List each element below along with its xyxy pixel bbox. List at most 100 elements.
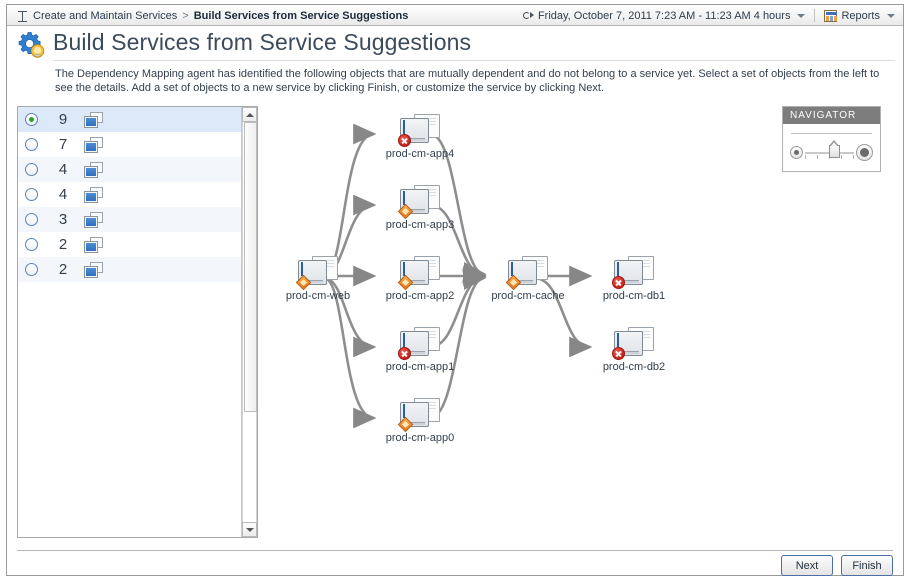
scroll-down-arrow-icon bbox=[245, 527, 254, 532]
node-label: prod-cm-cache bbox=[491, 290, 565, 302]
node-label: prod-cm-app2 bbox=[385, 290, 455, 302]
application-window: Create and Maintain Services > Build Ser… bbox=[6, 4, 904, 576]
title-divider bbox=[53, 60, 895, 61]
graph-edges bbox=[323, 123, 593, 429]
graph-node-db2[interactable]: prod-cm-db2 bbox=[596, 327, 672, 373]
graph-node-db1[interactable]: prod-cm-db1 bbox=[596, 256, 672, 302]
breadcrumb: Create and Maintain Services > Build Ser… bbox=[17, 8, 408, 23]
server-icon bbox=[397, 398, 440, 433]
list-item[interactable]: 9 bbox=[18, 107, 241, 132]
graph-node-app1[interactable]: prod-cm-app1 bbox=[382, 327, 458, 373]
dependency-graph[interactable]: prod-cm-web prod-cm-app4 prod-cm-app3 bbox=[262, 106, 777, 538]
time-range-label[interactable]: Friday, October 7, 2011 7:23 AM - 11:23 … bbox=[537, 9, 791, 22]
reports-chart-icon bbox=[824, 9, 838, 22]
navigator-panel: NAVIGATOR bbox=[782, 106, 881, 172]
page-description: The Dependency Mapping agent has identif… bbox=[55, 68, 880, 94]
home-icon[interactable] bbox=[17, 10, 29, 22]
breadcrumb-separator: > bbox=[182, 9, 189, 22]
error-badge-icon bbox=[612, 347, 625, 360]
scroll-up-arrow-icon bbox=[245, 112, 254, 117]
list-item[interactable]: 2 bbox=[18, 257, 241, 282]
breadcrumb-parent-link[interactable]: Create and Maintain Services bbox=[33, 9, 178, 22]
node-label: prod-cm-app4 bbox=[385, 148, 455, 160]
footer-divider bbox=[17, 550, 893, 551]
navigator-body bbox=[783, 124, 880, 171]
suggestion-list-panel: 9 7 4 4 3 bbox=[17, 106, 258, 538]
footer-actions: Next Finish bbox=[781, 555, 893, 576]
server-icon bbox=[398, 327, 440, 360]
zoom-slider-handle[interactable] bbox=[829, 140, 840, 158]
node-label: prod-cm-db1 bbox=[602, 290, 666, 302]
graph-node-app2[interactable]: prod-cm-app2 bbox=[382, 256, 458, 302]
object-count: 4 bbox=[58, 186, 68, 203]
list-item[interactable]: 4 bbox=[18, 182, 241, 207]
node-label: prod-cm-app1 bbox=[385, 361, 455, 373]
breadcrumb-current: Build Services from Service Suggestions bbox=[193, 9, 409, 22]
graph-node-app4[interactable]: prod-cm-app4 bbox=[382, 114, 458, 160]
zoom-out-icon[interactable] bbox=[790, 146, 803, 159]
node-label: prod-cm-db2 bbox=[602, 361, 666, 373]
server-icon bbox=[398, 114, 440, 147]
radio-button[interactable] bbox=[25, 138, 38, 151]
radio-button[interactable] bbox=[25, 188, 38, 201]
scroll-down-button[interactable] bbox=[242, 522, 257, 537]
object-count: 7 bbox=[58, 136, 68, 153]
radio-button[interactable] bbox=[25, 238, 38, 251]
list-item[interactable]: 2 bbox=[18, 232, 241, 257]
server-icon bbox=[612, 256, 654, 289]
object-count: 2 bbox=[58, 236, 68, 253]
object-count: 9 bbox=[58, 111, 68, 128]
service-group-icon bbox=[84, 211, 103, 228]
list-scrollbar[interactable] bbox=[241, 107, 257, 537]
service-group-icon bbox=[84, 161, 103, 178]
scrollbar-track[interactable] bbox=[242, 122, 257, 522]
suggestion-list: 9 7 4 4 3 bbox=[18, 107, 241, 282]
finish-button[interactable]: Finish bbox=[841, 555, 893, 576]
zoom-in-icon[interactable] bbox=[856, 144, 873, 161]
service-group-icon bbox=[84, 186, 103, 203]
navigator-title: NAVIGATOR bbox=[783, 107, 880, 124]
server-icon bbox=[612, 327, 654, 360]
node-label: prod-cm-app0 bbox=[385, 432, 455, 444]
graph-node-app0[interactable]: prod-cm-app0 bbox=[382, 398, 458, 444]
list-item[interactable]: 3 bbox=[18, 207, 241, 232]
toolbar-divider bbox=[814, 9, 816, 22]
graph-node-web[interactable]: prod-cm-web bbox=[280, 256, 356, 302]
radio-button[interactable] bbox=[25, 163, 38, 176]
service-group-icon bbox=[84, 236, 103, 253]
scrollbar-thumb[interactable] bbox=[244, 122, 257, 412]
object-count: 2 bbox=[58, 261, 68, 278]
toolbar-right-group: Friday, October 7, 2011 7:23 AM - 11:23 … bbox=[522, 8, 895, 23]
radio-button[interactable] bbox=[25, 113, 38, 126]
node-label: prod-cm-app3 bbox=[385, 219, 455, 231]
node-label: prod-cm-web bbox=[285, 290, 351, 302]
server-icon bbox=[397, 256, 440, 291]
graph-node-cache[interactable]: prod-cm-cache bbox=[490, 256, 566, 302]
next-button[interactable]: Next bbox=[781, 555, 833, 576]
reports-chevron-down-icon[interactable] bbox=[887, 13, 895, 18]
navigator-divider bbox=[791, 133, 872, 134]
server-icon bbox=[295, 256, 338, 291]
radio-button[interactable] bbox=[25, 213, 38, 226]
error-badge-icon bbox=[612, 276, 625, 289]
object-count: 3 bbox=[58, 211, 68, 228]
object-count: 4 bbox=[58, 161, 68, 178]
time-range-chevron-down-icon[interactable] bbox=[797, 13, 806, 18]
reports-menu-label[interactable]: Reports bbox=[841, 9, 880, 22]
service-group-icon bbox=[84, 111, 103, 128]
scroll-up-button[interactable] bbox=[242, 107, 257, 122]
gear-lightbulb-icon bbox=[17, 31, 45, 59]
list-item[interactable]: 4 bbox=[18, 157, 241, 182]
graph-node-app3[interactable]: prod-cm-app3 bbox=[382, 185, 458, 231]
list-item[interactable]: 7 bbox=[18, 132, 241, 157]
radio-button[interactable] bbox=[25, 263, 38, 276]
service-group-icon bbox=[84, 261, 103, 278]
error-badge-icon bbox=[398, 134, 411, 147]
top-toolbar: Create and Maintain Services > Build Ser… bbox=[7, 5, 903, 26]
page-header: Build Services from Service Suggestions bbox=[7, 26, 903, 62]
page-title: Build Services from Service Suggestions bbox=[53, 29, 472, 55]
service-group-icon bbox=[84, 136, 103, 153]
server-icon bbox=[505, 256, 548, 291]
server-icon bbox=[397, 185, 440, 220]
error-badge-icon bbox=[398, 347, 411, 360]
